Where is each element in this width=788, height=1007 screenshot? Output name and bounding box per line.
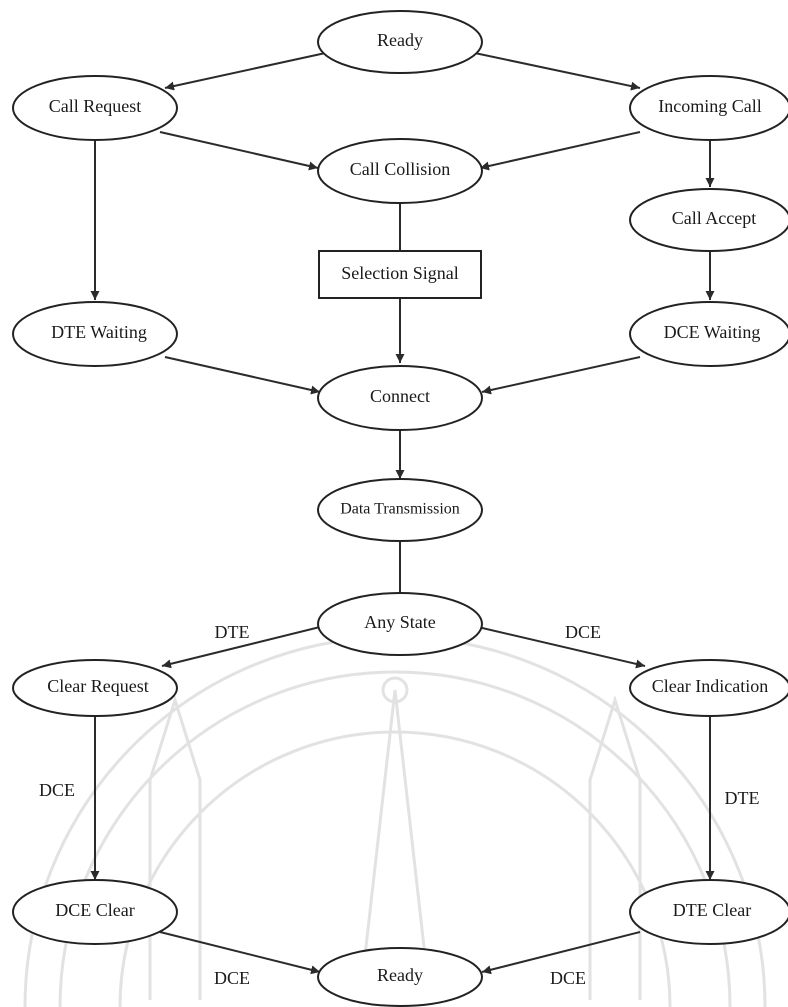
node-data-transmission: Data Transmission: [317, 478, 483, 542]
node-ready-bottom: Ready: [317, 947, 483, 1007]
node-label: Data Transmission: [340, 501, 460, 518]
edge-label-clear-request-to-dce-clear: DCE: [39, 780, 75, 800]
node-dce-clear: DCE Clear: [12, 879, 178, 945]
edge-dte-clear-to-ready: [481, 931, 641, 975]
node-label: Call Accept: [672, 208, 756, 228]
edge-dte-waiting-to-connect: [164, 356, 321, 395]
node-label: Ready: [377, 965, 423, 985]
node-label: Connect: [370, 386, 430, 406]
edge-any-state-to-clear-request: [161, 626, 321, 669]
node-label: Any State: [364, 612, 436, 632]
node-label: Call Request: [49, 96, 142, 116]
edge-ready-to-incoming-call: [469, 51, 641, 91]
edge-incoming-call-to-call-collision: [479, 131, 641, 171]
node-clear-request: Clear Request: [12, 659, 178, 717]
edge-label-clear-indication-to-dte-clear: DTE: [725, 788, 760, 808]
edge-call-request-to-call-collision: [159, 131, 319, 171]
edge-labels: DTE DCE DCE DTE DCE DCE: [39, 622, 760, 988]
node-label: DCE Clear: [55, 900, 134, 920]
edge-ready-to-call-request: [164, 51, 331, 91]
edge-label-dce-clear-to-ready: DCE: [214, 968, 250, 988]
node-call-accept: Call Accept: [629, 188, 788, 252]
edge-any-state-to-clear-indication: [477, 626, 646, 669]
edge-label-any-to-clear-indication: DCE: [565, 622, 601, 642]
node-label: Selection Signal: [341, 263, 458, 283]
node-label: Clear Request: [47, 676, 148, 696]
node-call-request: Call Request: [12, 75, 178, 141]
node-label: DTE Waiting: [51, 322, 147, 342]
node-any-state: Any State: [317, 592, 483, 656]
node-dte-clear: DTE Clear: [629, 879, 788, 945]
node-selection-signal: Selection Signal: [318, 250, 482, 299]
edge-dce-waiting-to-connect: [481, 356, 641, 395]
node-label: Clear Indication: [652, 676, 768, 696]
edge-label-any-to-clear-request: DTE: [215, 622, 250, 642]
node-label: DTE Clear: [673, 900, 751, 920]
node-dte-waiting: DTE Waiting: [12, 301, 178, 367]
edge-dce-clear-to-ready: [159, 931, 321, 975]
node-label: Call Collision: [350, 159, 451, 179]
node-clear-indication: Clear Indication: [629, 659, 788, 717]
node-label: DCE Waiting: [664, 322, 761, 342]
node-ready-top: Ready: [317, 10, 483, 74]
node-incoming-call: Incoming Call: [629, 75, 788, 141]
edges: [90, 51, 715, 975]
node-dce-waiting: DCE Waiting: [629, 301, 788, 367]
node-label: Incoming Call: [658, 96, 761, 116]
edge-label-dte-clear-to-ready: DCE: [550, 968, 586, 988]
node-label: Ready: [377, 30, 423, 50]
node-connect: Connect: [317, 365, 483, 431]
node-call-collision: Call Collision: [317, 138, 483, 204]
